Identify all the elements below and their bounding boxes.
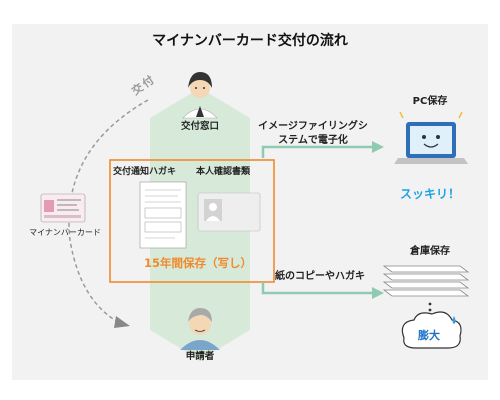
laptop-icon — [394, 111, 468, 164]
notice-postcard-icon — [139, 181, 187, 249]
applicant-icon — [180, 308, 220, 350]
bloated-callout: 膨大 — [418, 329, 440, 342]
my-number-card-label: マイナンバーカード — [29, 228, 101, 237]
id-document-icon — [197, 192, 261, 232]
counter-label: 交付窓口 — [180, 121, 219, 132]
sweat-drop-icon — [452, 316, 456, 324]
counter-staff-icon — [182, 72, 218, 119]
digitize-arrow — [261, 145, 372, 158]
applicant-label: 申請者 — [185, 351, 215, 362]
notice-postcard-label: 交付通知ハガキ — [113, 167, 177, 177]
paper-stack-icon — [382, 265, 470, 318]
id-documents-label: 本人確認書類 — [196, 167, 251, 177]
bloated-cloud-icon — [401, 311, 462, 349]
paper-copy-arrowhead — [372, 287, 384, 299]
diagram-title: マイナンバーカード交付の流れ — [152, 33, 348, 49]
paper-copy-arrow — [261, 282, 372, 295]
retention-label: 15年間保存（写し） — [143, 256, 252, 270]
digitize-arrowhead — [372, 141, 384, 153]
issue-arrowhead — [114, 316, 130, 328]
digitize-label: イメージファイリングシステムで電子化 — [258, 121, 368, 146]
warehouse-storage-label: 倉庫保存 — [410, 246, 450, 257]
issue-flow-arc — [68, 99, 149, 323]
paper-copy-label: 紙のコピーやハガキ — [275, 271, 365, 282]
clean-callout: スッキリ！ — [399, 187, 460, 201]
pc-storage-label: PC保存 — [412, 96, 448, 107]
documents-box — [109, 159, 275, 283]
my-number-card-icon — [40, 193, 86, 223]
